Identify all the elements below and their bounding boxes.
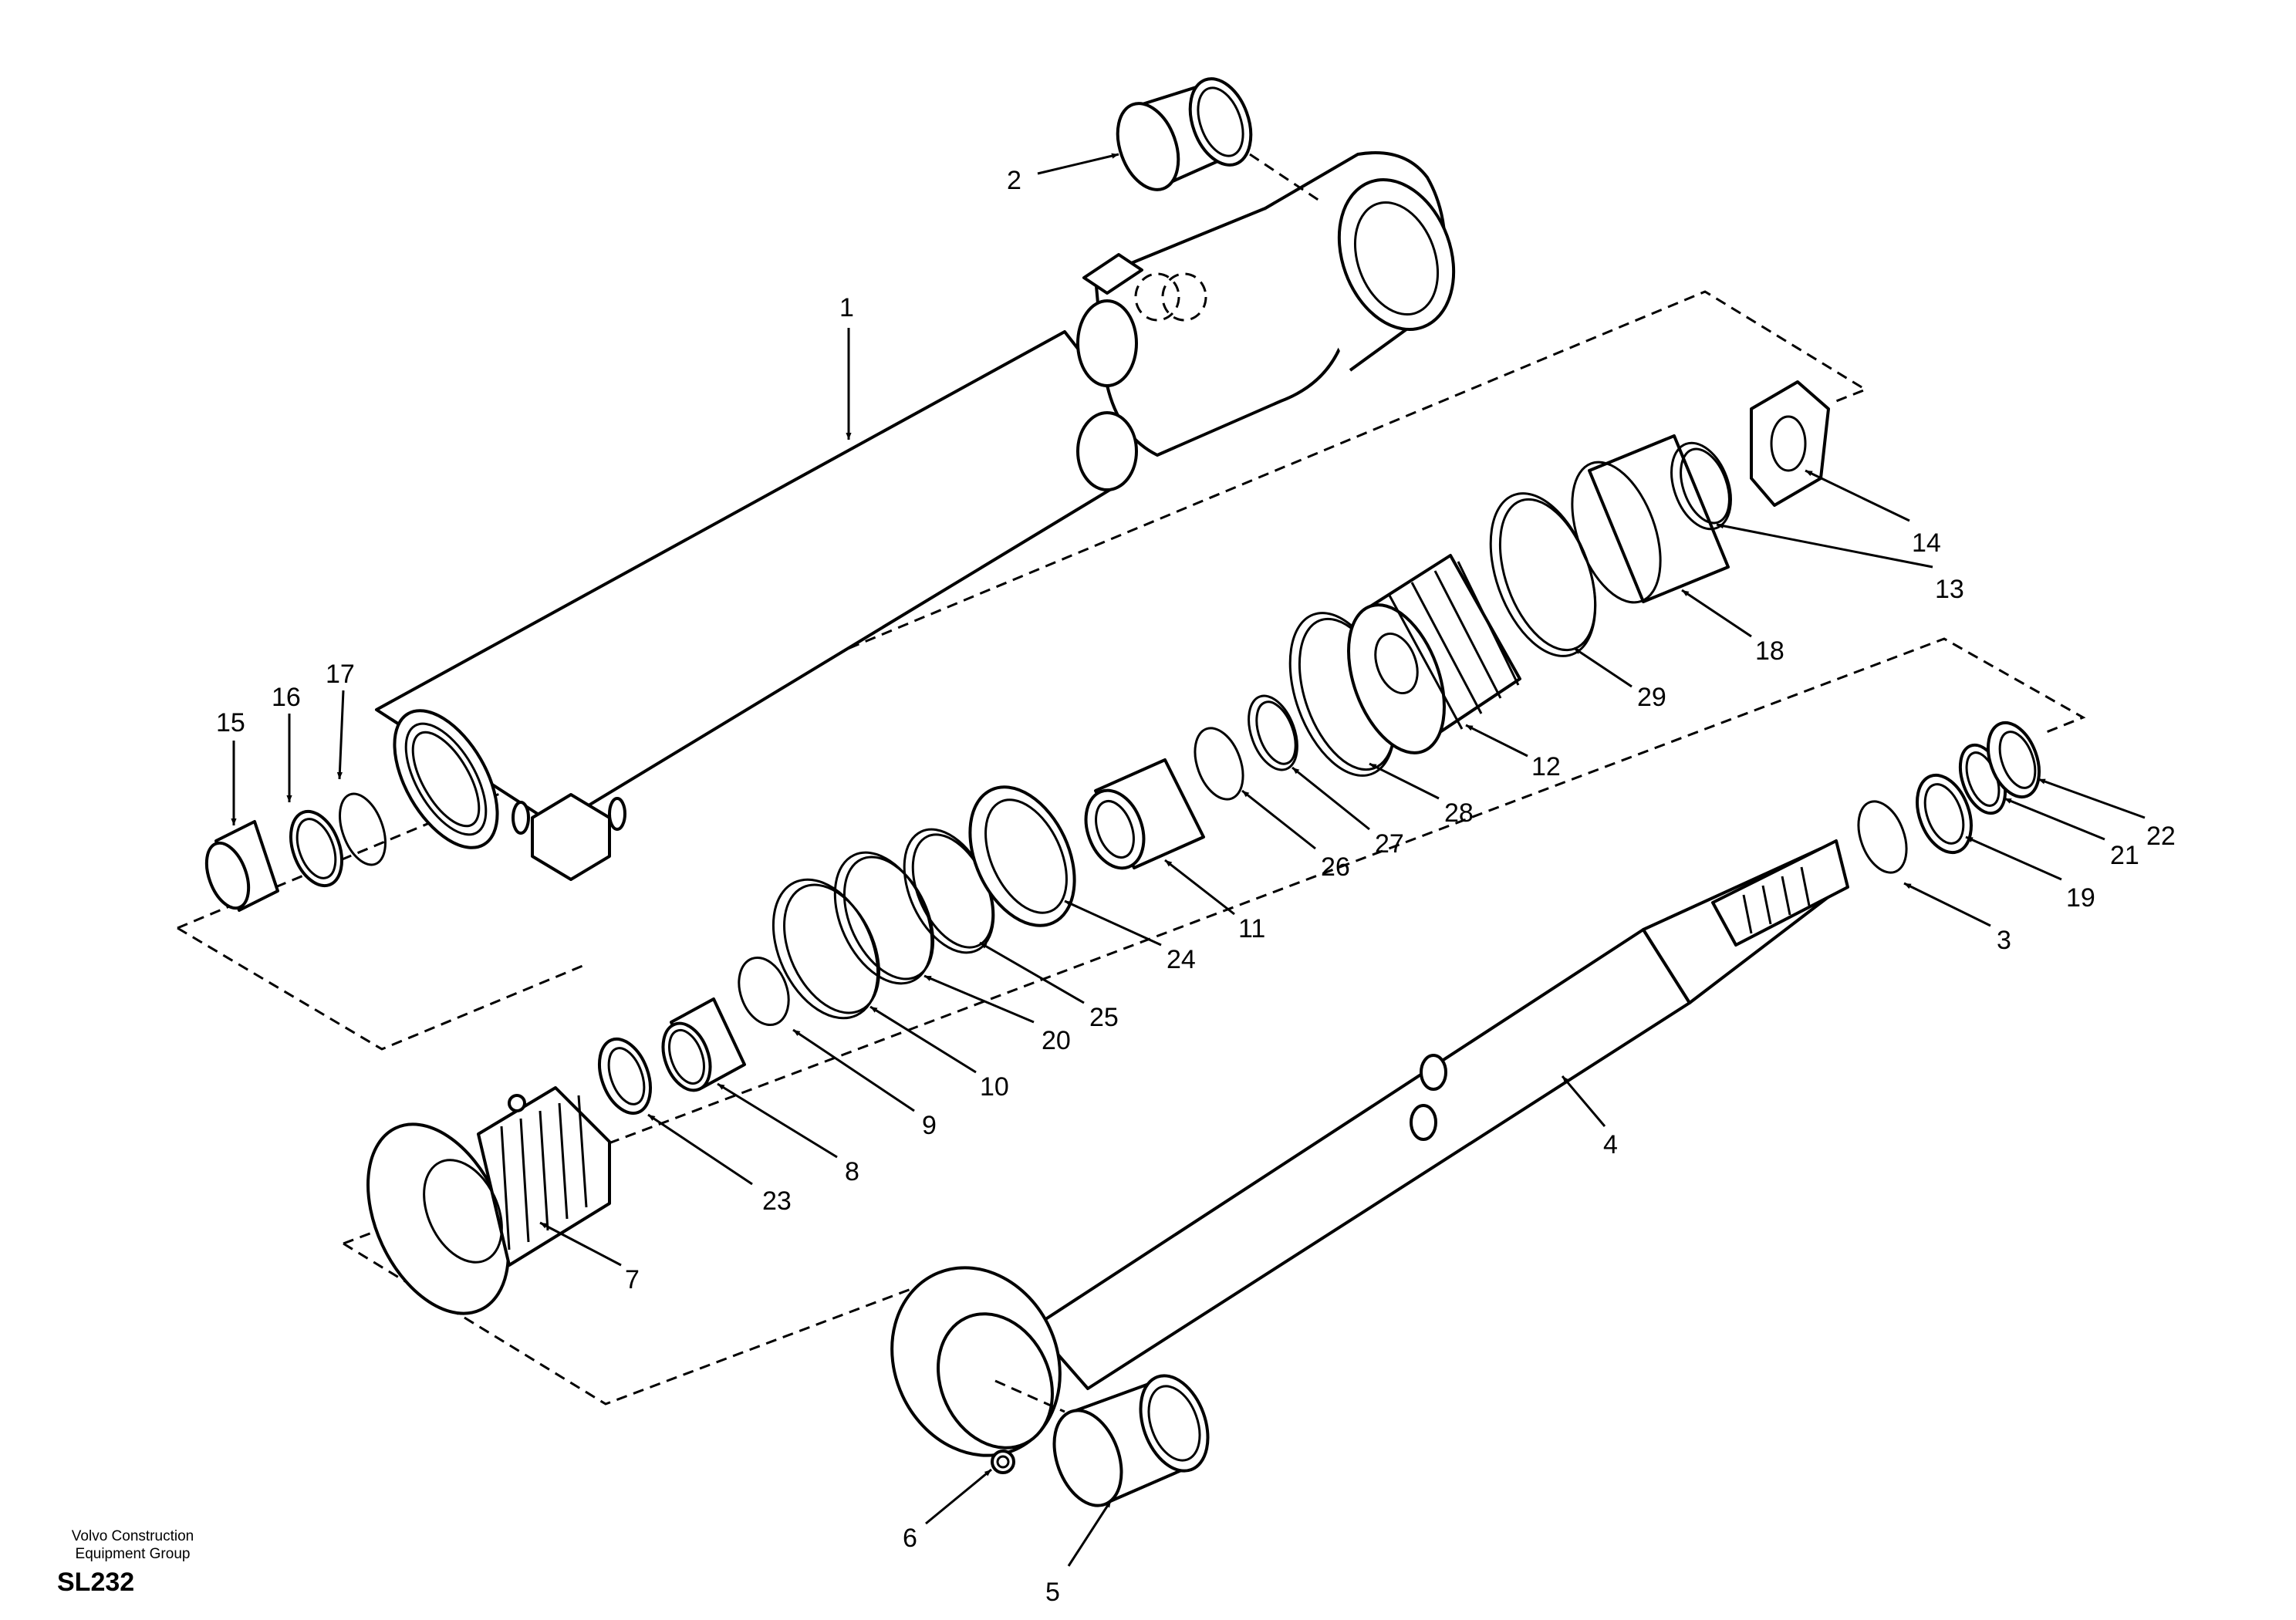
callout-4: 4 [1603, 1130, 1618, 1159]
callout-22: 22 [2146, 822, 2176, 851]
callout-17: 17 [326, 660, 355, 689]
seal-19 [1916, 773, 1973, 855]
assembly-outline-lower [343, 637, 2086, 1406]
spacer-11 [1084, 758, 1205, 870]
callout-19: 19 [2066, 883, 2095, 913]
callout-27: 27 [1375, 829, 1404, 859]
nut-14 [1750, 380, 1830, 507]
wear-ring-18 [1571, 434, 1730, 604]
callout-16: 16 [272, 683, 301, 712]
assembly-outline-upper [177, 290, 1869, 1051]
drawing-footer: Volvo Construction Equipment Group SL232 [40, 1527, 225, 1598]
backup-ring-10 [772, 878, 880, 1020]
callout-28: 28 [1444, 798, 1474, 828]
wear-ring-23 [598, 1037, 652, 1115]
callout-10: 10 [980, 1072, 1009, 1102]
callout-26: 26 [1321, 852, 1350, 882]
callout-23: 23 [762, 1186, 792, 1216]
ring-27 [1248, 694, 1298, 771]
ring-13 [1670, 441, 1732, 531]
snap-ring-17 [339, 792, 387, 866]
org-name-line2: Equipment Group [75, 1546, 191, 1562]
callout-5: 5 [1045, 1578, 1060, 1607]
cylinder-head [366, 1086, 611, 1315]
bushing-top [1116, 77, 1320, 202]
snap-ring-9 [738, 956, 790, 1027]
piston-rod [890, 839, 1849, 1457]
callout-3: 3 [1997, 926, 2011, 955]
callout-18: 18 [1755, 636, 1784, 666]
callout-11: 11 [1238, 914, 1265, 943]
leader-lines [231, 153, 2146, 1567]
callout-13: 13 [1935, 575, 1964, 604]
callout-9: 9 [922, 1111, 937, 1140]
grease-nipple [991, 1450, 1015, 1474]
piston-12 [1347, 554, 1521, 754]
callout-24: 24 [1167, 945, 1196, 974]
drawing-code: SL232 [57, 1568, 135, 1597]
dust-seal-22 [1987, 721, 2041, 799]
bushing-15 [204, 820, 279, 912]
callout-6: 6 [903, 1524, 917, 1553]
bushing-8 [661, 997, 746, 1092]
snap-ring-3 [1857, 800, 1908, 874]
callout-20: 20 [1042, 1026, 1071, 1055]
org-name-line1: Volvo Construction [71, 1528, 194, 1544]
seal-20 [833, 851, 935, 985]
callout-8: 8 [845, 1157, 859, 1186]
callout-25: 25 [1089, 1003, 1119, 1032]
callout-21: 21 [2110, 841, 2139, 870]
callout-7: 7 [625, 1265, 640, 1294]
callout-15: 15 [216, 708, 245, 737]
ring-16 [289, 809, 343, 888]
wear-ring-24 [968, 785, 1076, 927]
callout-labels: 1 2 3 4 5 6 7 8 9 10 11 12 13 14 15 16 1… [216, 166, 2176, 1607]
bushing-bottom [1052, 1374, 1210, 1507]
callout-2: 2 [1007, 166, 1021, 195]
cylinder-tube [375, 151, 1456, 881]
callout-1: 1 [839, 293, 854, 322]
callout-14: 14 [1912, 528, 1941, 558]
callout-29: 29 [1637, 683, 1666, 712]
callout-12: 12 [1531, 752, 1561, 781]
o-ring-26 [1194, 727, 1244, 801]
